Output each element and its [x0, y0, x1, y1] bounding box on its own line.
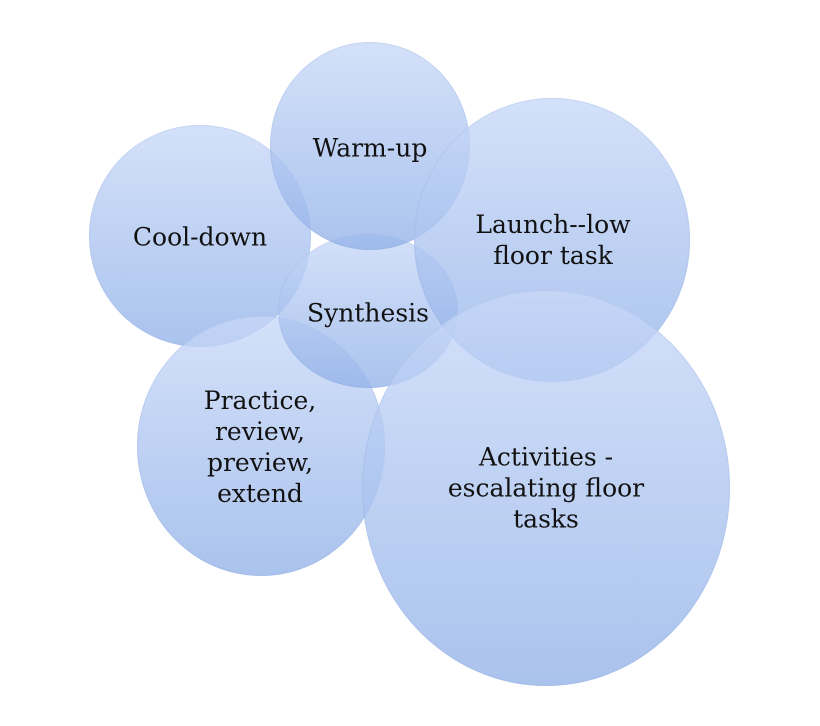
practice-label-line-4: extend	[217, 479, 303, 508]
activities-label-line-1: Activities -	[478, 442, 614, 472]
warm-up-label-line-1: Warm-up	[312, 133, 428, 163]
warm-up-label: Warm-up	[313, 133, 428, 164]
practice-label-line-1: Practice,	[203, 386, 317, 415]
synthesis-label: Synthesis	[307, 298, 429, 329]
activities-label: Activities - escalating floor tasks	[448, 442, 644, 535]
practice-label-line-3: preview,	[206, 448, 314, 477]
cool-down-label: Cool-down	[133, 222, 267, 253]
practice-label: Practice, review, preview, extend	[204, 385, 316, 509]
launch-label-line-1: Launch--low	[475, 210, 631, 239]
activities-label-line-2: escalating floor	[447, 473, 645, 503]
synthesis-label-line-1: Synthesis	[307, 298, 429, 328]
launch-label: Launch--low floor task	[475, 209, 630, 271]
activities-label-line-3: tasks	[513, 504, 579, 534]
activities-circle	[362, 290, 730, 686]
launch-label-line-2: floor task	[493, 241, 613, 270]
cool-down-label-line-1: Cool-down	[132, 222, 268, 252]
practice-label-line-2: review,	[214, 417, 306, 446]
